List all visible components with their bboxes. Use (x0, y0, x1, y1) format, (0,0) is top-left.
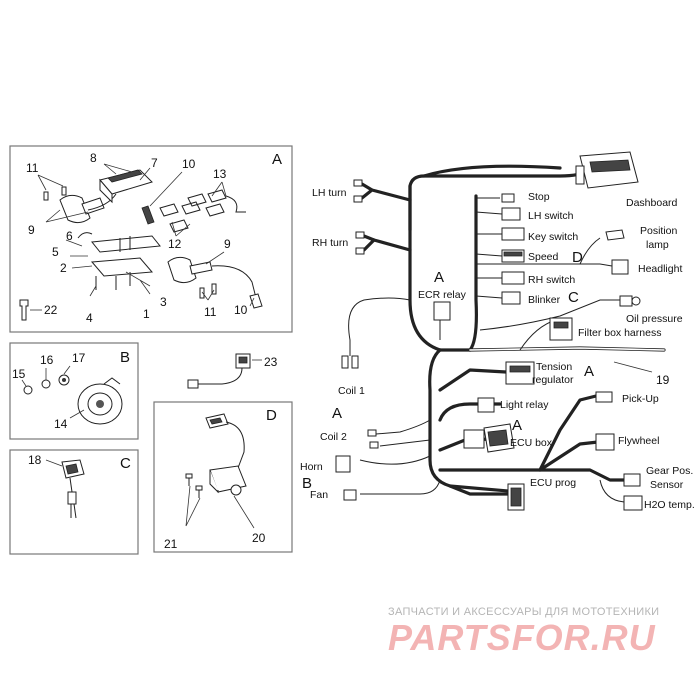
part-number: 16 (40, 353, 54, 367)
part-number: 21 (164, 537, 178, 551)
part-number: 15 (12, 367, 26, 381)
label-speed: Speed (528, 251, 559, 263)
panel-b: B 15 16 17 14 (9, 342, 139, 440)
label-gear-pos-2: Sensor (650, 479, 684, 491)
watermark-tagline: ЗАПЧАСТИ И АКСЕССУАРЫ ДЛЯ МОТОТЕХНИКИ (388, 606, 660, 618)
part-number: 18 (28, 453, 42, 467)
panel-d-letter: D (266, 407, 277, 424)
label-lh-turn: LH turn (312, 187, 347, 199)
label-position-lamp-2: lamp (646, 239, 669, 251)
label-dashboard: Dashboard (626, 197, 678, 209)
label-horn: Horn (300, 461, 323, 473)
harness-number: 19 (656, 373, 670, 387)
label-lh-switch: LH switch (528, 210, 574, 222)
label-ecr-relay: ECR relay (418, 289, 467, 301)
harness-labels: LH turn RH turn Coil 1 A Coil 2 Horn B F… (300, 187, 695, 511)
label-rh-turn: RH turn (312, 237, 348, 249)
part-number: 17 (72, 351, 86, 365)
label-flywheel: Flywheel (618, 435, 659, 447)
part-number: 9 (224, 237, 231, 251)
panel-a-letter: A (272, 151, 282, 168)
part-number: 11 (204, 305, 217, 319)
ref-coil2: A (332, 405, 342, 422)
part-number: 10 (234, 303, 248, 317)
part-number: 1 (143, 307, 150, 321)
label-coil2: Coil 2 (320, 431, 347, 443)
ref-speed: D (572, 249, 583, 266)
connectors (335, 151, 643, 511)
part-number: 10 (182, 157, 196, 171)
part-number: 9 (28, 223, 35, 237)
label-ecu-box: ECU box (510, 437, 553, 449)
panel-c: C 18 (9, 449, 139, 555)
panel-c-letter: C (120, 455, 131, 472)
ref-ecu-box: A (512, 417, 522, 434)
label-blinker: Blinker (528, 294, 561, 306)
label-coil1: Coil 1 (338, 385, 365, 397)
label-headlight: Headlight (638, 263, 682, 275)
label-light-relay: Light relay (500, 399, 549, 411)
part-number: 11 (26, 161, 39, 175)
ref-blinker: C (568, 289, 579, 306)
label-rh-switch: RH switch (528, 274, 575, 286)
part-number: 14 (54, 417, 68, 431)
label-tension-regulator: Tension (536, 361, 572, 373)
ref-ecr-relay: A (434, 269, 444, 286)
label-stop: Stop (528, 191, 550, 203)
label-fan: Fan (310, 489, 328, 501)
label-filter-box-harness: Filter box harness (578, 327, 661, 339)
part-number: 5 (52, 245, 59, 259)
panel-a: A 11 8 (9, 145, 293, 333)
panel-b-letter: B (120, 349, 130, 366)
part-number: 6 (66, 229, 73, 243)
ref-tension-regulator: A (584, 363, 594, 380)
label-tension-regulator-2: regulator (532, 374, 574, 386)
label-position-lamp: Position (640, 225, 678, 237)
label-key-switch: Key switch (528, 231, 578, 243)
part-number: 13 (213, 167, 227, 181)
watermark-logo: PARTSFOR.RU (388, 617, 656, 658)
ref-horn: B (302, 475, 312, 492)
part-number: 20 (252, 531, 266, 545)
part-number: 8 (90, 151, 97, 165)
part-number: 4 (86, 311, 93, 325)
connector-23: 23 (187, 353, 278, 389)
part-number: 23 (264, 355, 278, 369)
label-h2o-temp: H2O temp. (644, 499, 695, 511)
label-oil-pressure: Oil pressure (626, 313, 683, 325)
part-number: 12 (168, 237, 182, 251)
panel-d: D 21 20 (153, 401, 293, 553)
label-gear-pos: Gear Pos. (646, 465, 693, 477)
main-harness (348, 164, 666, 496)
part-number: 2 (60, 261, 67, 275)
part-number: 7 (151, 156, 158, 170)
part-number: 3 (160, 295, 167, 309)
part-number: 22 (44, 303, 58, 317)
label-ecu-prog: ECU prog (530, 477, 576, 489)
label-pick-up: Pick-Up (622, 393, 659, 405)
